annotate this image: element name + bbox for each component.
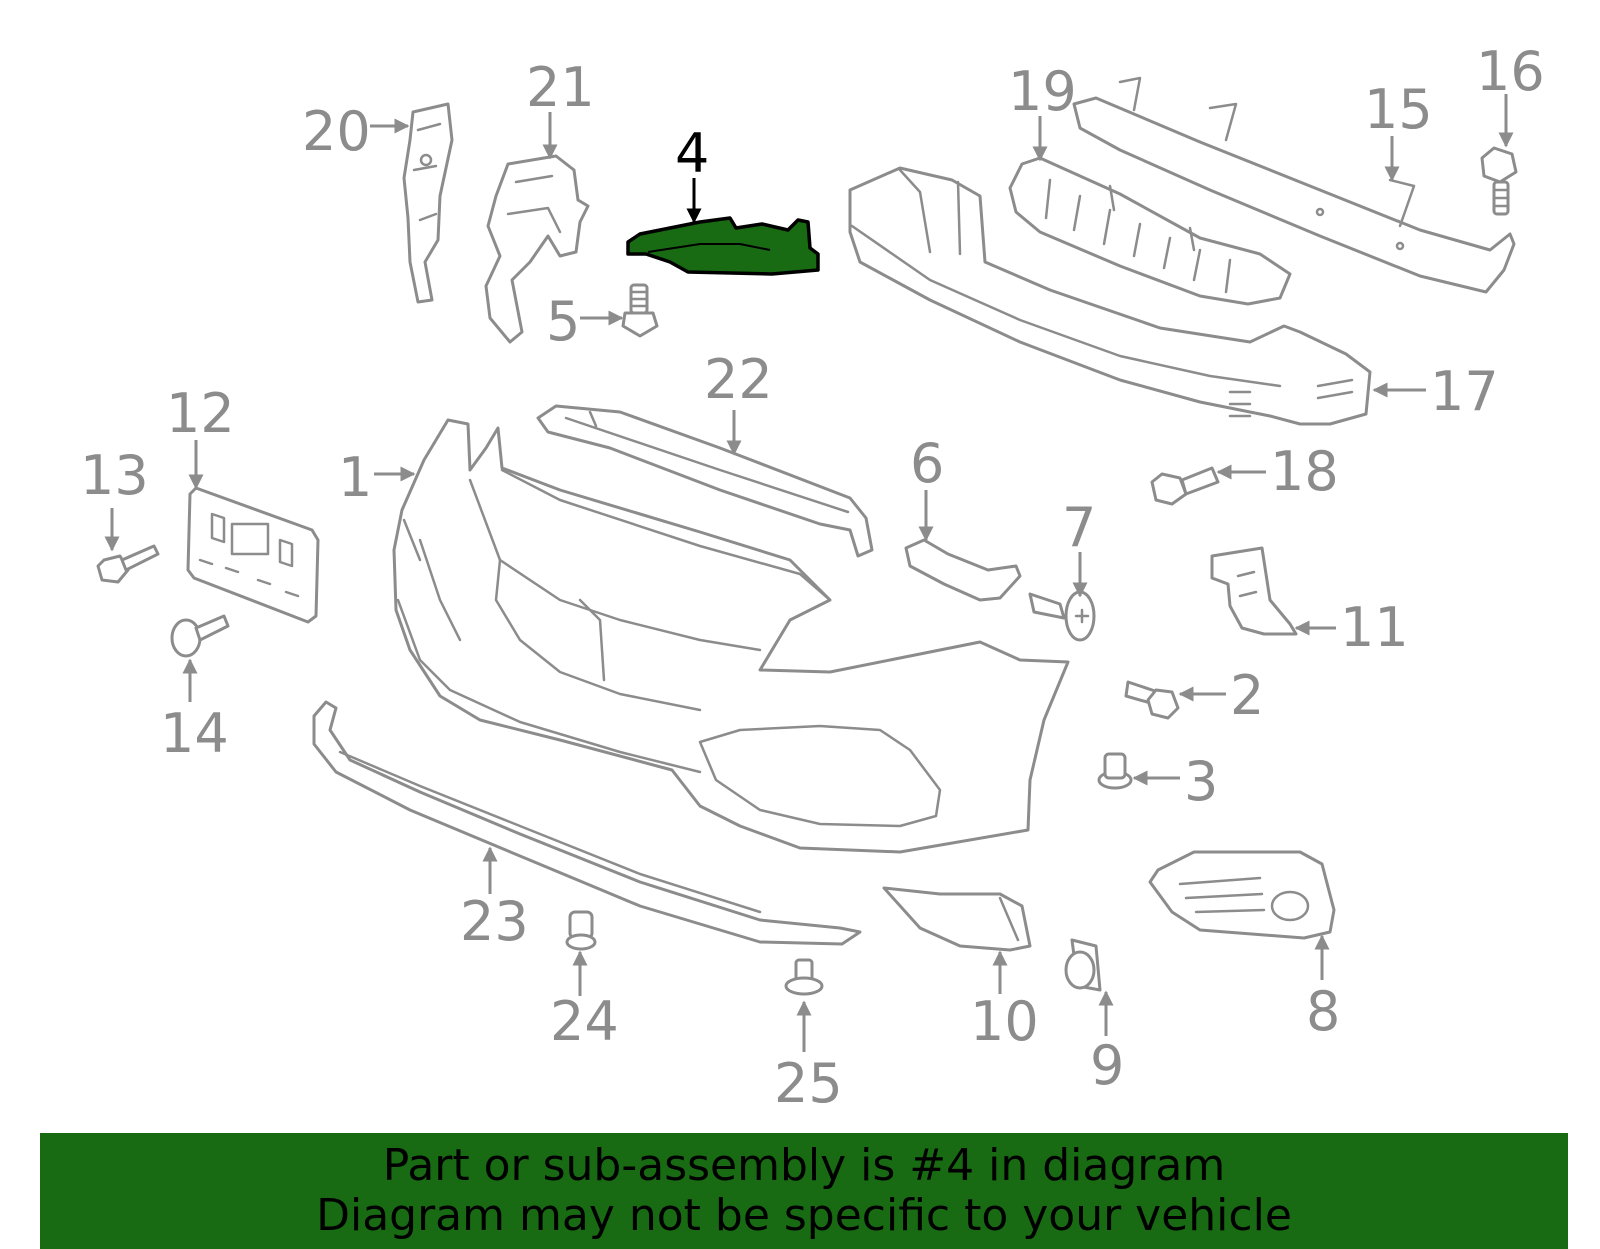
callout-15: 15 (1364, 78, 1433, 141)
part-13-screw (96, 544, 160, 584)
part-14-screw (170, 614, 230, 658)
callout-2: 2 (1230, 664, 1264, 727)
part-10-garnish (882, 886, 1032, 952)
info-banner: Part or sub-assembly is #4 in diagram Di… (40, 1133, 1568, 1249)
part-3-clip (1097, 752, 1133, 790)
part-8-fog-bezel (1148, 850, 1336, 940)
part-15-upper-beam (1072, 76, 1516, 294)
part-25-clip (784, 958, 824, 996)
part-4-highlighted-bracket (626, 216, 820, 276)
callout-24: 24 (550, 990, 619, 1053)
bumper-parts-diagram: 20 21 4 5 19 15 16 17 22 1 6 7 18 11 2 3… (80, 40, 1545, 1115)
callout-14: 14 (160, 702, 229, 765)
part-21-bracket (484, 154, 590, 344)
part-20-bracket (402, 102, 454, 304)
callout-4-highlighted: 4 (675, 122, 709, 185)
callout-9: 9 (1090, 1034, 1124, 1097)
part-7-clip (1028, 590, 1096, 642)
part-16-bolt (1480, 146, 1518, 216)
callout-leaders (104, 94, 1514, 1052)
callout-6: 6 (910, 432, 944, 495)
callout-8: 8 (1306, 980, 1340, 1043)
callout-11: 11 (1340, 596, 1409, 659)
banner-line-part-number: Part or sub-assembly is #4 in diagram (382, 1140, 1226, 1191)
callout-19: 19 (1008, 60, 1077, 123)
part-11-bracket (1210, 546, 1298, 636)
part-12-license-bracket (186, 486, 320, 624)
callout-5: 5 (546, 290, 580, 353)
banner-line-disclaimer: Diagram may not be specific to your vehi… (316, 1190, 1292, 1241)
part-24-clip (565, 910, 597, 951)
part-23-lip-spoiler (312, 700, 862, 946)
callout-25: 25 (774, 1052, 843, 1115)
part-5-bolt (621, 283, 659, 338)
part-19-absorber (1008, 156, 1292, 306)
callout-1: 1 (338, 446, 372, 509)
callout-3: 3 (1184, 750, 1218, 813)
callout-17: 17 (1430, 360, 1499, 423)
callout-7: 7 (1062, 496, 1096, 559)
callout-labels: 20 21 4 5 19 15 16 17 22 1 6 7 18 11 2 3… (80, 40, 1545, 1115)
callout-22: 22 (704, 348, 773, 411)
callout-10: 10 (970, 990, 1039, 1053)
part-22-upper-carrier (536, 404, 874, 558)
part-6-strip (904, 538, 1022, 602)
callout-20: 20 (302, 100, 371, 163)
callout-23: 23 (460, 890, 529, 953)
part-2-bolt (1124, 680, 1180, 720)
callout-16: 16 (1476, 40, 1545, 103)
callout-12: 12 (166, 382, 235, 445)
part-9-sensor (1064, 938, 1102, 992)
callout-18: 18 (1270, 440, 1339, 503)
part-18-bolt (1150, 466, 1220, 506)
part-1-bumper-cover (392, 418, 1070, 854)
callout-21: 21 (526, 56, 595, 119)
callout-13: 13 (80, 444, 149, 507)
part-17-reinforcement-beam (848, 166, 1372, 426)
